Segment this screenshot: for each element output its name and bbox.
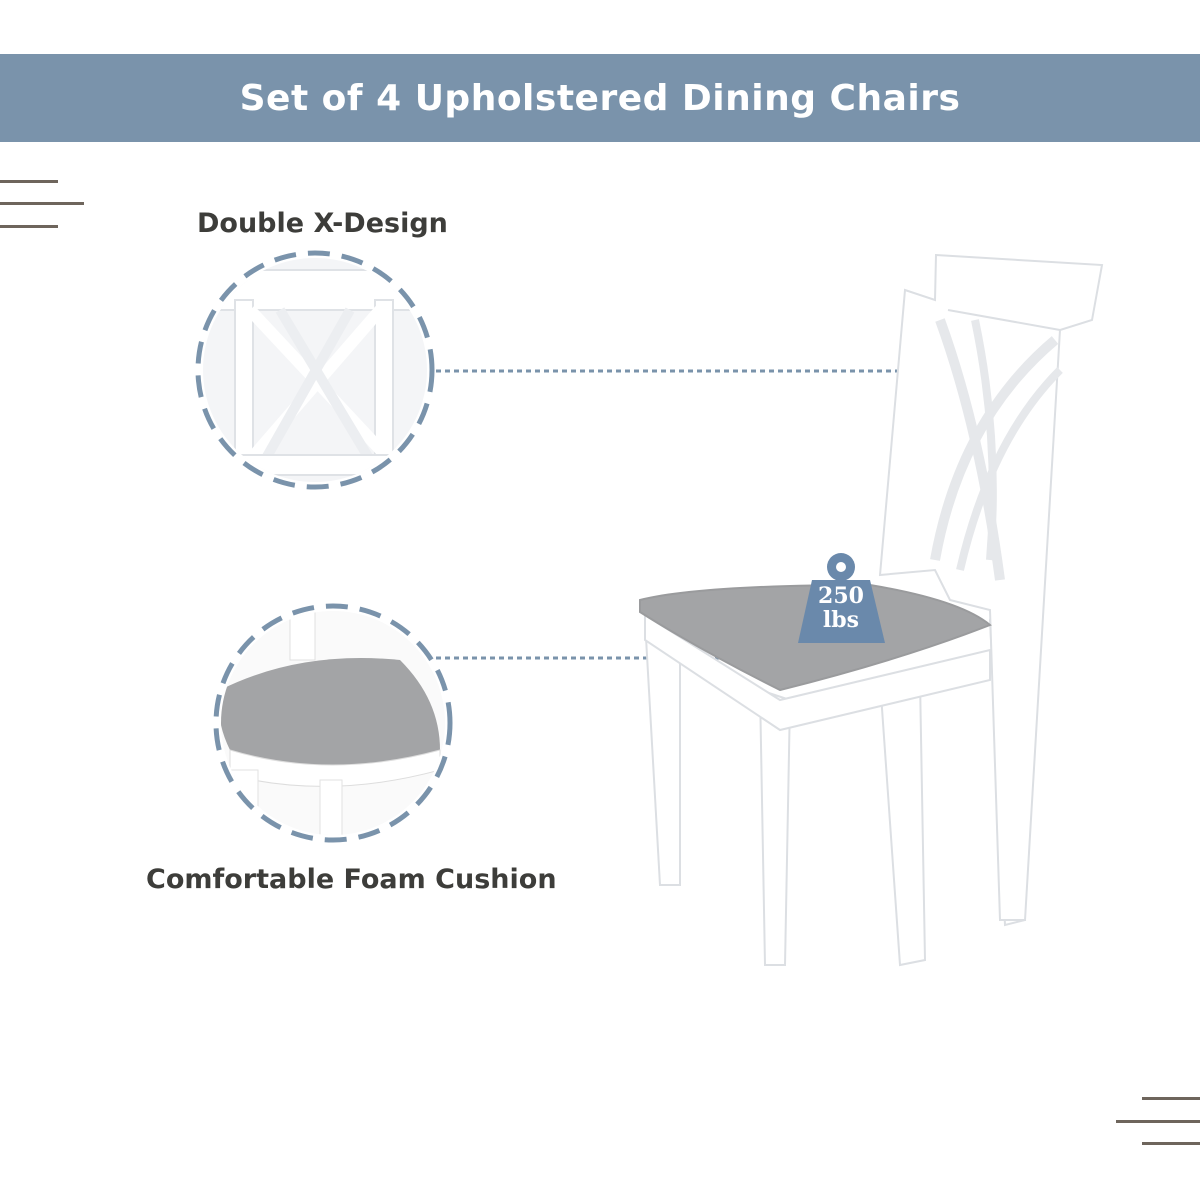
weight-unit: lbs [822, 607, 860, 633]
page-title: Set of 4 Upholstered Dining Chairs [239, 77, 961, 119]
deco-line [1142, 1097, 1200, 1100]
deco-line [1142, 1142, 1200, 1145]
title-banner: Set of 4 Upholstered Dining Chairs [0, 54, 1200, 142]
deco-line [0, 225, 58, 228]
feature-label-cushion: Comfortable Foam Cushion [146, 864, 557, 895]
deco-line [0, 180, 58, 183]
cushion-detail-image [213, 603, 453, 843]
deco-line [1116, 1120, 1200, 1123]
weight-icon [798, 553, 885, 643]
weight-value: 250 [818, 583, 864, 609]
feature-label-x-design: Double X-Design [197, 208, 448, 239]
weight-capacity-badge: 250 lbs [800, 584, 882, 632]
deco-line [0, 202, 84, 205]
x-design-detail-image [195, 250, 435, 490]
